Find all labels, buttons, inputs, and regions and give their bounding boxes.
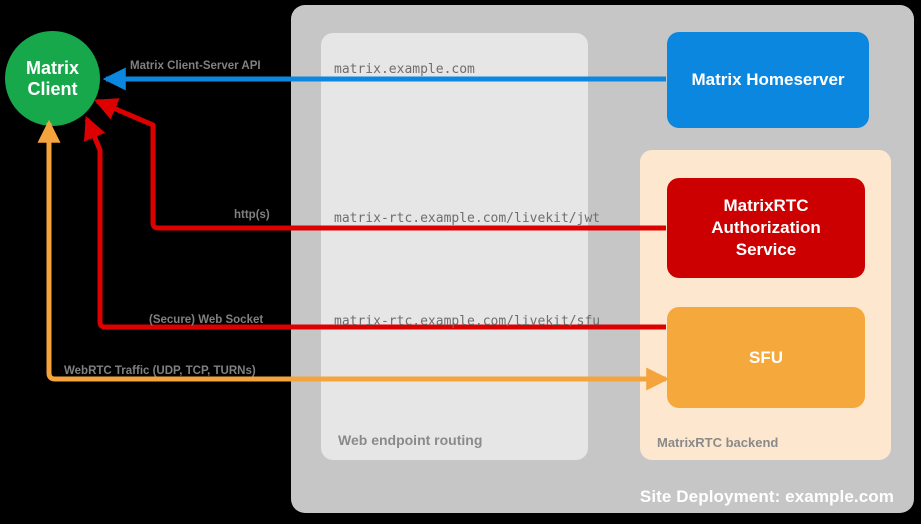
matrixrtc-authorization-service-node[interactable]: MatrixRTC Authorization Service (667, 178, 865, 278)
label-webrtc-traffic: WebRTC Traffic (UDP, TCP, TURNs) (64, 365, 256, 377)
web-endpoint-routing-label: Web endpoint routing (338, 432, 483, 448)
matrix-client-node[interactable]: Matrix Client (5, 31, 100, 126)
web-endpoint-routing-panel: Web endpoint routing (321, 33, 588, 460)
auth-service-line-3: Service (735, 239, 797, 259)
matrixrtc-backend-label: MatrixRTC backend (657, 435, 779, 450)
matrix-client-line-1: Matrix (25, 58, 79, 79)
matrix-client-line-2: Client (27, 78, 78, 99)
matrix-homeserver-node[interactable]: Matrix Homeserver (667, 32, 869, 128)
site-deployment-title: Site Deployment: example.com (639, 487, 894, 506)
endpoint-livekit-jwt: matrix-rtc.example.com/livekit/jwt (334, 211, 601, 226)
sfu-node[interactable]: SFU (667, 307, 865, 408)
endpoint-matrix-example-com: matrix.example.com (334, 62, 475, 77)
sfu-label: SFU (749, 347, 783, 367)
endpoint-livekit-sfu: matrix-rtc.example.com/livekit/sfu (334, 314, 601, 329)
auth-service-line-2: Authorization (711, 218, 821, 238)
matrix-homeserver-label: Matrix Homeserver (691, 70, 845, 90)
auth-service-line-1: MatrixRTC (723, 196, 809, 216)
label-secure-web-socket: (Secure) Web Socket (149, 314, 264, 326)
label-http-s: http(s) (234, 209, 270, 221)
matrixrtc-authorization-service-label: MatrixRTC Authorization Service (711, 195, 821, 260)
label-matrix-client-server-api: Matrix Client-Server API (130, 60, 261, 72)
